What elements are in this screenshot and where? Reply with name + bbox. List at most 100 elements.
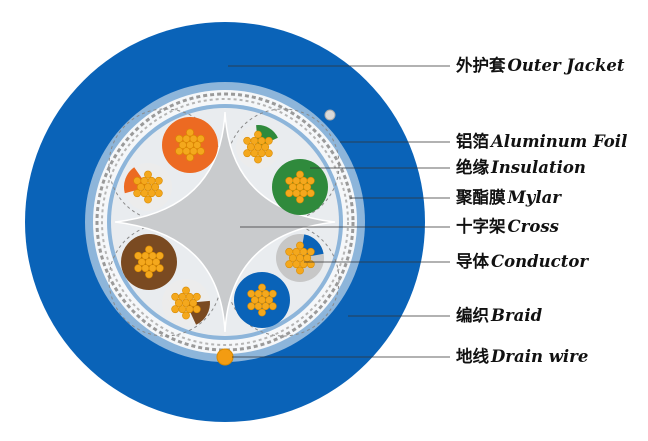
conductor-strand — [292, 176, 301, 185]
conductor-strand — [193, 141, 202, 149]
conductor-strand — [299, 189, 308, 198]
conductor-strand — [154, 189, 163, 198]
conductor-strand — [264, 136, 273, 145]
conductor-strand — [285, 247, 294, 256]
conductor-strand — [147, 189, 156, 198]
conductor-strand — [258, 308, 266, 317]
conductor-strand — [243, 136, 252, 145]
label-drain-wire-zh: 地线 — [456, 347, 489, 366]
conductor-strand — [268, 302, 277, 311]
conductor-white-orange — [123, 163, 172, 211]
conductor-strand — [155, 251, 164, 260]
label-drain-wire-en: Drain wire — [491, 347, 589, 366]
conductor-strand — [186, 128, 194, 137]
conductor-strand — [185, 292, 194, 301]
conductor-strand — [258, 283, 266, 292]
conductor-strand — [288, 254, 297, 262]
conductor-strand — [196, 147, 205, 156]
conductor-strand — [246, 143, 255, 151]
label-insulation-en: Insulation — [491, 158, 586, 177]
conductor-strand — [189, 147, 198, 156]
conductor-green — [272, 159, 328, 215]
conductor-strand — [174, 299, 183, 307]
label-mylar-zh: 聚酯膜 — [456, 188, 506, 207]
braid-marker-dot — [324, 109, 336, 121]
conductor-white-green — [236, 125, 280, 169]
label-mylar-en: Mylar — [507, 188, 562, 207]
conductor-strand — [145, 270, 153, 279]
conductor-strand — [306, 189, 315, 198]
conductor-strand — [261, 289, 270, 298]
conductor-blue — [234, 272, 290, 328]
conductor-strand — [148, 264, 157, 273]
conductor-strand — [264, 149, 273, 158]
conductor-strand — [268, 289, 277, 298]
conductor-strand — [254, 130, 262, 139]
conductor-strand — [192, 305, 201, 314]
braid-dashes-inner — [101, 98, 349, 346]
label-aluminum-foil-zh: 铝箔 — [456, 132, 489, 151]
conductor-strand — [134, 251, 143, 260]
conductor-strand — [137, 258, 146, 266]
conductor-strand — [285, 176, 294, 185]
conductor-strand — [152, 258, 161, 266]
conductor-strand — [133, 176, 142, 185]
conductor-strand — [296, 195, 304, 204]
conductor-strand — [192, 292, 201, 301]
conductor-brown — [121, 234, 177, 290]
conductor-strand — [185, 305, 194, 314]
conductor-strand — [175, 147, 184, 156]
conductor-strand — [261, 143, 270, 151]
label-braid-en: Braid — [491, 306, 543, 325]
conductor-strand — [186, 153, 194, 162]
braid-dashes — [95, 92, 355, 352]
conductor-strand — [261, 302, 270, 311]
label-cross-zh: 十字架 — [456, 217, 506, 236]
conductor-white-brown — [162, 279, 210, 327]
conductor-strand — [144, 195, 152, 204]
conductor-strand — [257, 149, 266, 158]
conductor-strand — [250, 136, 259, 145]
conductor-strand — [265, 296, 274, 304]
conductor-strand — [171, 292, 180, 301]
conductor-strand — [303, 183, 312, 191]
label-outer-jacket-zh: 外护套 — [456, 56, 506, 75]
conductor-strand — [171, 305, 180, 314]
conductor-strand — [178, 141, 187, 149]
conductor-strand — [175, 134, 184, 143]
conductor-strand — [151, 183, 160, 191]
conductor-strand — [292, 247, 301, 256]
conductor-strand — [288, 183, 297, 191]
conductor-strand — [133, 189, 142, 198]
conductor-strand — [285, 189, 294, 198]
conductor-strand — [296, 170, 304, 179]
conductor-strand — [257, 136, 266, 145]
conductor-strand — [140, 176, 149, 185]
conductor-strand — [296, 241, 304, 250]
conductor-white-blue — [276, 234, 324, 282]
conductor-strand — [189, 299, 198, 307]
conductor-strand — [296, 266, 304, 275]
conductor-strand — [134, 264, 143, 273]
conductor-strand — [136, 183, 145, 191]
conductor-strand — [299, 247, 308, 256]
conductor-strand — [154, 176, 163, 185]
conductor-strand — [144, 170, 152, 179]
conductor-strand — [247, 302, 256, 311]
conductor-strand — [147, 176, 156, 185]
conductor-strand — [306, 247, 315, 256]
conductor-orange — [162, 117, 218, 173]
drain-wire — [216, 348, 234, 366]
label-conductor-zh: 导体 — [456, 252, 489, 271]
conductor-strand — [155, 264, 164, 273]
conductor-strand — [141, 251, 150, 260]
conductor-strand — [285, 260, 294, 269]
conductor-strand — [196, 134, 205, 143]
